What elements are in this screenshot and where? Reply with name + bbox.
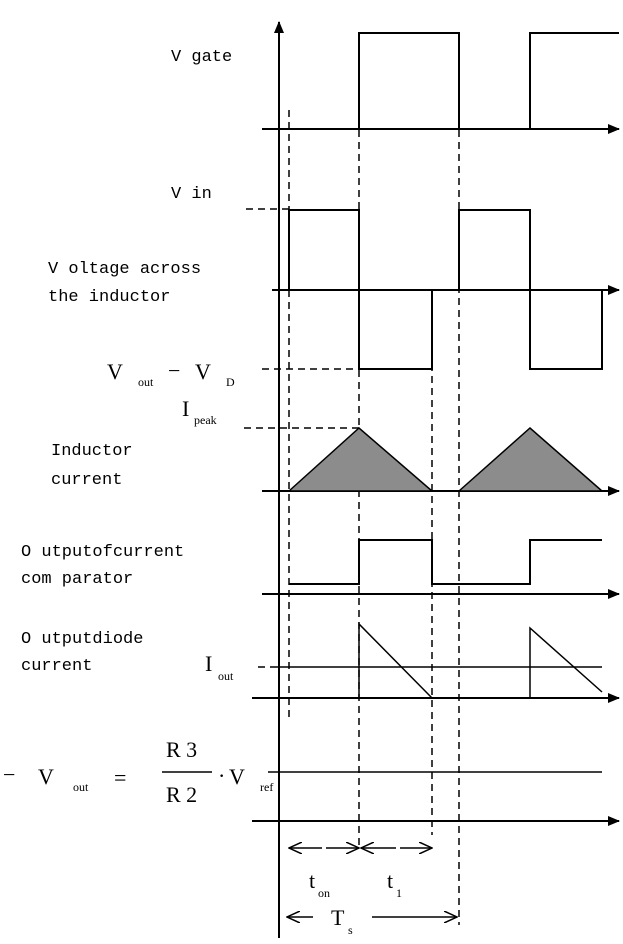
svg-text:D: D [226,375,235,389]
svg-text:·: · [218,763,225,788]
comparator-label-2: com parator [21,570,133,589]
svg-text:V: V [107,359,123,384]
comparator-output-waveform [289,539,602,585]
vin-label: V in [171,185,212,204]
ts-label: T s [331,905,353,937]
vgate-label: V gate [171,48,232,67]
inductor-current-label-2: current [51,471,122,490]
comparator-label-1: O utputofcurrent [21,543,184,562]
ipeak-label: I peak [182,396,217,427]
svg-text:t: t [309,868,315,893]
svg-text:ref: ref [260,780,273,794]
svg-text:s: s [348,923,353,937]
inductor-current-label-1: Inductor [51,442,133,461]
voltage-across-label-2: the inductor [48,288,170,307]
vgate-waveform-2 [529,32,619,129]
ton-label: t on [309,868,330,900]
svg-text:t: t [387,868,393,893]
timing-arrows [287,848,457,917]
svg-text:R 2: R 2 [166,782,197,807]
diode-label-2: current [21,657,92,676]
svg-text:=: = [114,765,126,790]
t1-label: t 1 [387,868,402,900]
svg-text:1: 1 [396,886,402,900]
inductor-current-triangle-2 [457,427,604,492]
svg-text:peak: peak [194,413,217,427]
voltage-across-label-1: V oltage across [48,260,201,279]
diode-current-waveform-1 [358,622,433,699]
diode-current-waveform-2 [529,626,603,698]
svg-text:R 3: R 3 [166,737,197,762]
diode-label-1: O utputdiode [21,630,143,649]
inductor-voltage-waveform [288,209,603,370]
vgate-waveform [358,32,460,129]
svg-text:−: − [3,762,15,787]
svg-text:on: on [318,886,330,900]
dashed-guides [244,110,460,925]
vout-equation: − V out = R 3 R 2 · V ref [3,737,273,807]
svg-text:V: V [38,764,54,789]
vout-minus-vd-label: V out − V D [107,358,235,389]
svg-text:T: T [331,905,345,930]
svg-text:out: out [138,375,154,389]
iout-label: I out [205,651,234,683]
svg-text:V: V [195,359,211,384]
svg-text:out: out [218,669,234,683]
svg-text:I: I [182,396,189,421]
svg-text:V: V [229,764,245,789]
inductor-current-triangle-1 [287,427,435,492]
svg-text:−: − [168,358,180,383]
svg-text:out: out [73,780,89,794]
svg-text:I: I [205,651,212,676]
